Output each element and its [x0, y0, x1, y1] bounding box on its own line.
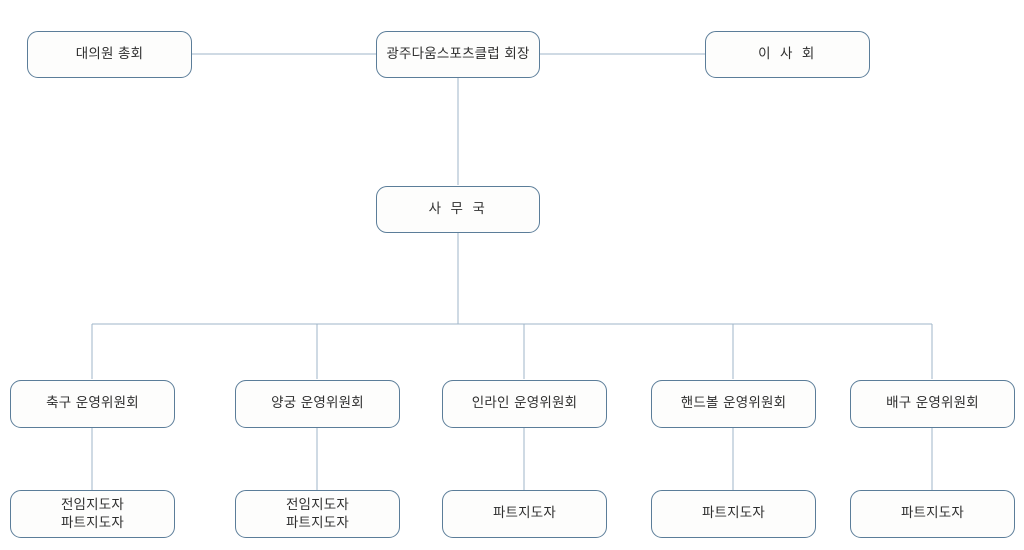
node-president[interactable]: 광주다움스포츠클럽 회장 [376, 31, 540, 78]
node-committee-archery[interactable]: 양궁 운영위원회 [235, 380, 400, 428]
node-board[interactable]: 이 사 회 [705, 31, 870, 78]
node-committee-soccer[interactable]: 축구 운영위원회 [10, 380, 175, 428]
node-coaches-soccer[interactable]: 전임지도자 파트지도자 [10, 490, 175, 538]
node-committee-volleyball[interactable]: 배구 운영위원회 [850, 380, 1015, 428]
node-coaches-handball[interactable]: 파트지도자 [651, 490, 816, 538]
node-committee-handball[interactable]: 핸드볼 운영위원회 [651, 380, 816, 428]
node-coaches-archery[interactable]: 전임지도자 파트지도자 [235, 490, 400, 538]
node-committee-inline[interactable]: 인라인 운영위원회 [442, 380, 607, 428]
node-assembly[interactable]: 대의원 총회 [27, 31, 192, 78]
node-secretariat[interactable]: 사 무 국 [376, 186, 540, 233]
node-coaches-volleyball[interactable]: 파트지도자 [850, 490, 1015, 538]
node-coaches-inline[interactable]: 파트지도자 [442, 490, 607, 538]
